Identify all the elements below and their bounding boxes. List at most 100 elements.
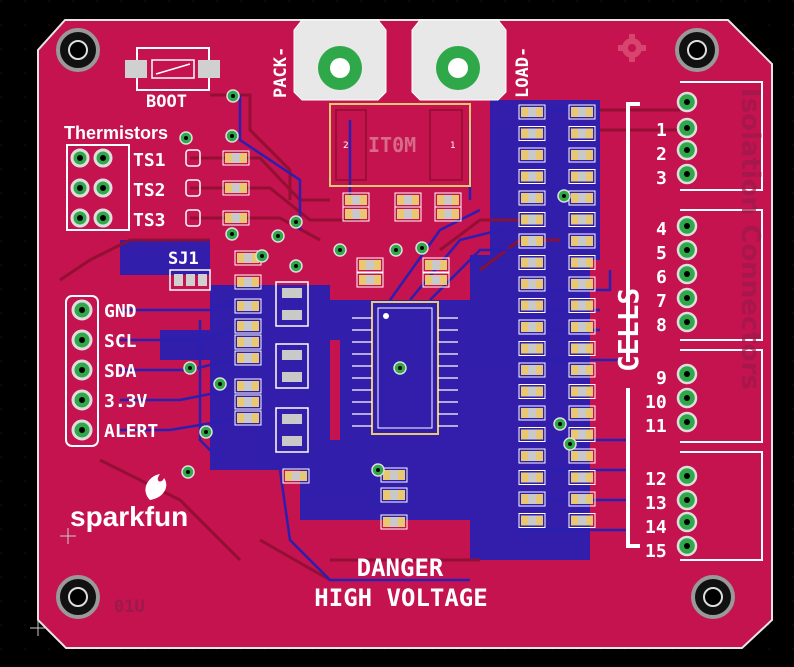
- smd-resistor: [394, 192, 422, 208]
- smd-resistor: [568, 233, 596, 249]
- smd-resistor: [282, 468, 310, 484]
- connector-pin-drill: [684, 223, 690, 229]
- via-drill: [558, 422, 562, 426]
- connector-pin-drill: [684, 419, 690, 425]
- smd-resistor: [434, 192, 462, 208]
- smd-resistor: [518, 126, 546, 141]
- connector-pin-drill: [684, 473, 690, 479]
- sparkfun-flame-icon: [145, 474, 167, 500]
- connector-pin-drill: [684, 147, 690, 153]
- boot-label: BOOT: [146, 92, 187, 112]
- smd-diode: [275, 407, 309, 453]
- sparkfun-logo: sparkfun: [70, 501, 188, 532]
- cell-number-4: 4: [656, 219, 667, 240]
- cell-number-15: 15: [645, 541, 667, 562]
- via-drill: [218, 382, 222, 386]
- smd-resistor: [568, 513, 596, 528]
- via-drill: [231, 94, 235, 98]
- connector-pin-drill: [684, 497, 690, 503]
- smd-resistor: [518, 190, 546, 206]
- gnd-label: GND: [104, 301, 137, 322]
- via-drill: [230, 134, 234, 138]
- high-voltage-label: HIGH VOLTAGE: [314, 584, 487, 612]
- cells-label: CELLS: [612, 288, 645, 372]
- connector-pin-drill: [684, 395, 690, 401]
- connector-pin-drill: [684, 271, 690, 277]
- via-drill: [230, 232, 234, 236]
- pack-terminal: [293, 19, 387, 101]
- smd-resistor: [568, 405, 596, 421]
- smd-capacitor: [185, 179, 201, 197]
- smd-resistor: [380, 467, 408, 483]
- smd-resistor: [518, 491, 546, 507]
- smd-resistor: [234, 334, 262, 350]
- smd-capacitor: [185, 149, 201, 167]
- via-drill: [184, 136, 188, 140]
- smd-resistor: [234, 318, 262, 334]
- smd-capacitor: [185, 209, 201, 227]
- smd-resistor: [568, 212, 596, 227]
- cell-number-3: 3: [656, 168, 667, 189]
- smd-resistor: [234, 394, 262, 410]
- smd-resistor: [234, 378, 262, 394]
- smd-resistor: [568, 276, 596, 292]
- smd-resistor: [342, 206, 370, 222]
- smd-resistor: [422, 257, 450, 273]
- connector-pin-drill: [684, 371, 690, 377]
- cell-connector-pins: [676, 91, 698, 557]
- smd-resistor: [518, 362, 546, 378]
- smd-resistor: [234, 298, 262, 314]
- smd-resistor: [356, 257, 384, 273]
- smd-resistor: [380, 487, 408, 503]
- smd-resistor: [518, 147, 546, 163]
- smd-resistor: [568, 341, 596, 356]
- smd-resistor: [518, 298, 546, 313]
- smd-resistor: [518, 405, 546, 421]
- connector-pin-drill: [684, 319, 690, 325]
- connector-pin-drill: [684, 247, 690, 253]
- bottom-silk-text: Isolation Connectors: [735, 88, 765, 390]
- boot-button-footprint: [125, 47, 220, 91]
- cell-number-8: 8: [656, 315, 667, 336]
- connector-pin-drill: [684, 295, 690, 301]
- load-label: LOAD-: [513, 47, 533, 98]
- smd-diode: [275, 281, 309, 327]
- cell-number-5: 5: [656, 243, 667, 264]
- cell-number-1: 1: [656, 120, 667, 141]
- scl-label: SCL: [104, 331, 137, 352]
- ts1-label: TS1: [133, 150, 166, 171]
- cell-connectors: [680, 81, 763, 561]
- smd-resistor: [568, 491, 596, 507]
- via-drill: [186, 470, 190, 474]
- smd-resistor: [222, 210, 250, 226]
- via-drill: [276, 234, 280, 238]
- via-drill: [562, 194, 566, 198]
- smd-resistor: [568, 147, 596, 163]
- via-drill: [338, 248, 342, 252]
- sj1-label: SJ1: [168, 249, 199, 269]
- cell-number-7: 7: [656, 291, 667, 312]
- mounting-hole-bottom-left: [56, 575, 100, 619]
- via-drill: [294, 264, 298, 268]
- smd-resistor: [518, 513, 546, 528]
- smd-resistor: [222, 150, 250, 166]
- via-drill: [188, 366, 192, 370]
- mounting-hole-bottom-right: [691, 575, 735, 619]
- smd-resistor: [234, 274, 262, 290]
- smd-resistor: [422, 272, 450, 288]
- smd-resistor: [568, 470, 596, 485]
- smd-resistor: [342, 192, 370, 208]
- smd-resistor: [518, 470, 546, 485]
- smd-resistor: [518, 255, 546, 270]
- smd-resistor: [568, 298, 596, 313]
- cell-number-6: 6: [656, 267, 667, 288]
- smd-resistor: [356, 272, 384, 288]
- smd-resistor: [222, 180, 250, 196]
- cell-number-13: 13: [645, 493, 667, 514]
- sda-label: SDA: [104, 361, 137, 382]
- smd-resistor: [518, 341, 546, 356]
- via-drill: [420, 246, 424, 250]
- via-drill: [204, 430, 208, 434]
- ic-marker-label: IT0M: [368, 133, 416, 157]
